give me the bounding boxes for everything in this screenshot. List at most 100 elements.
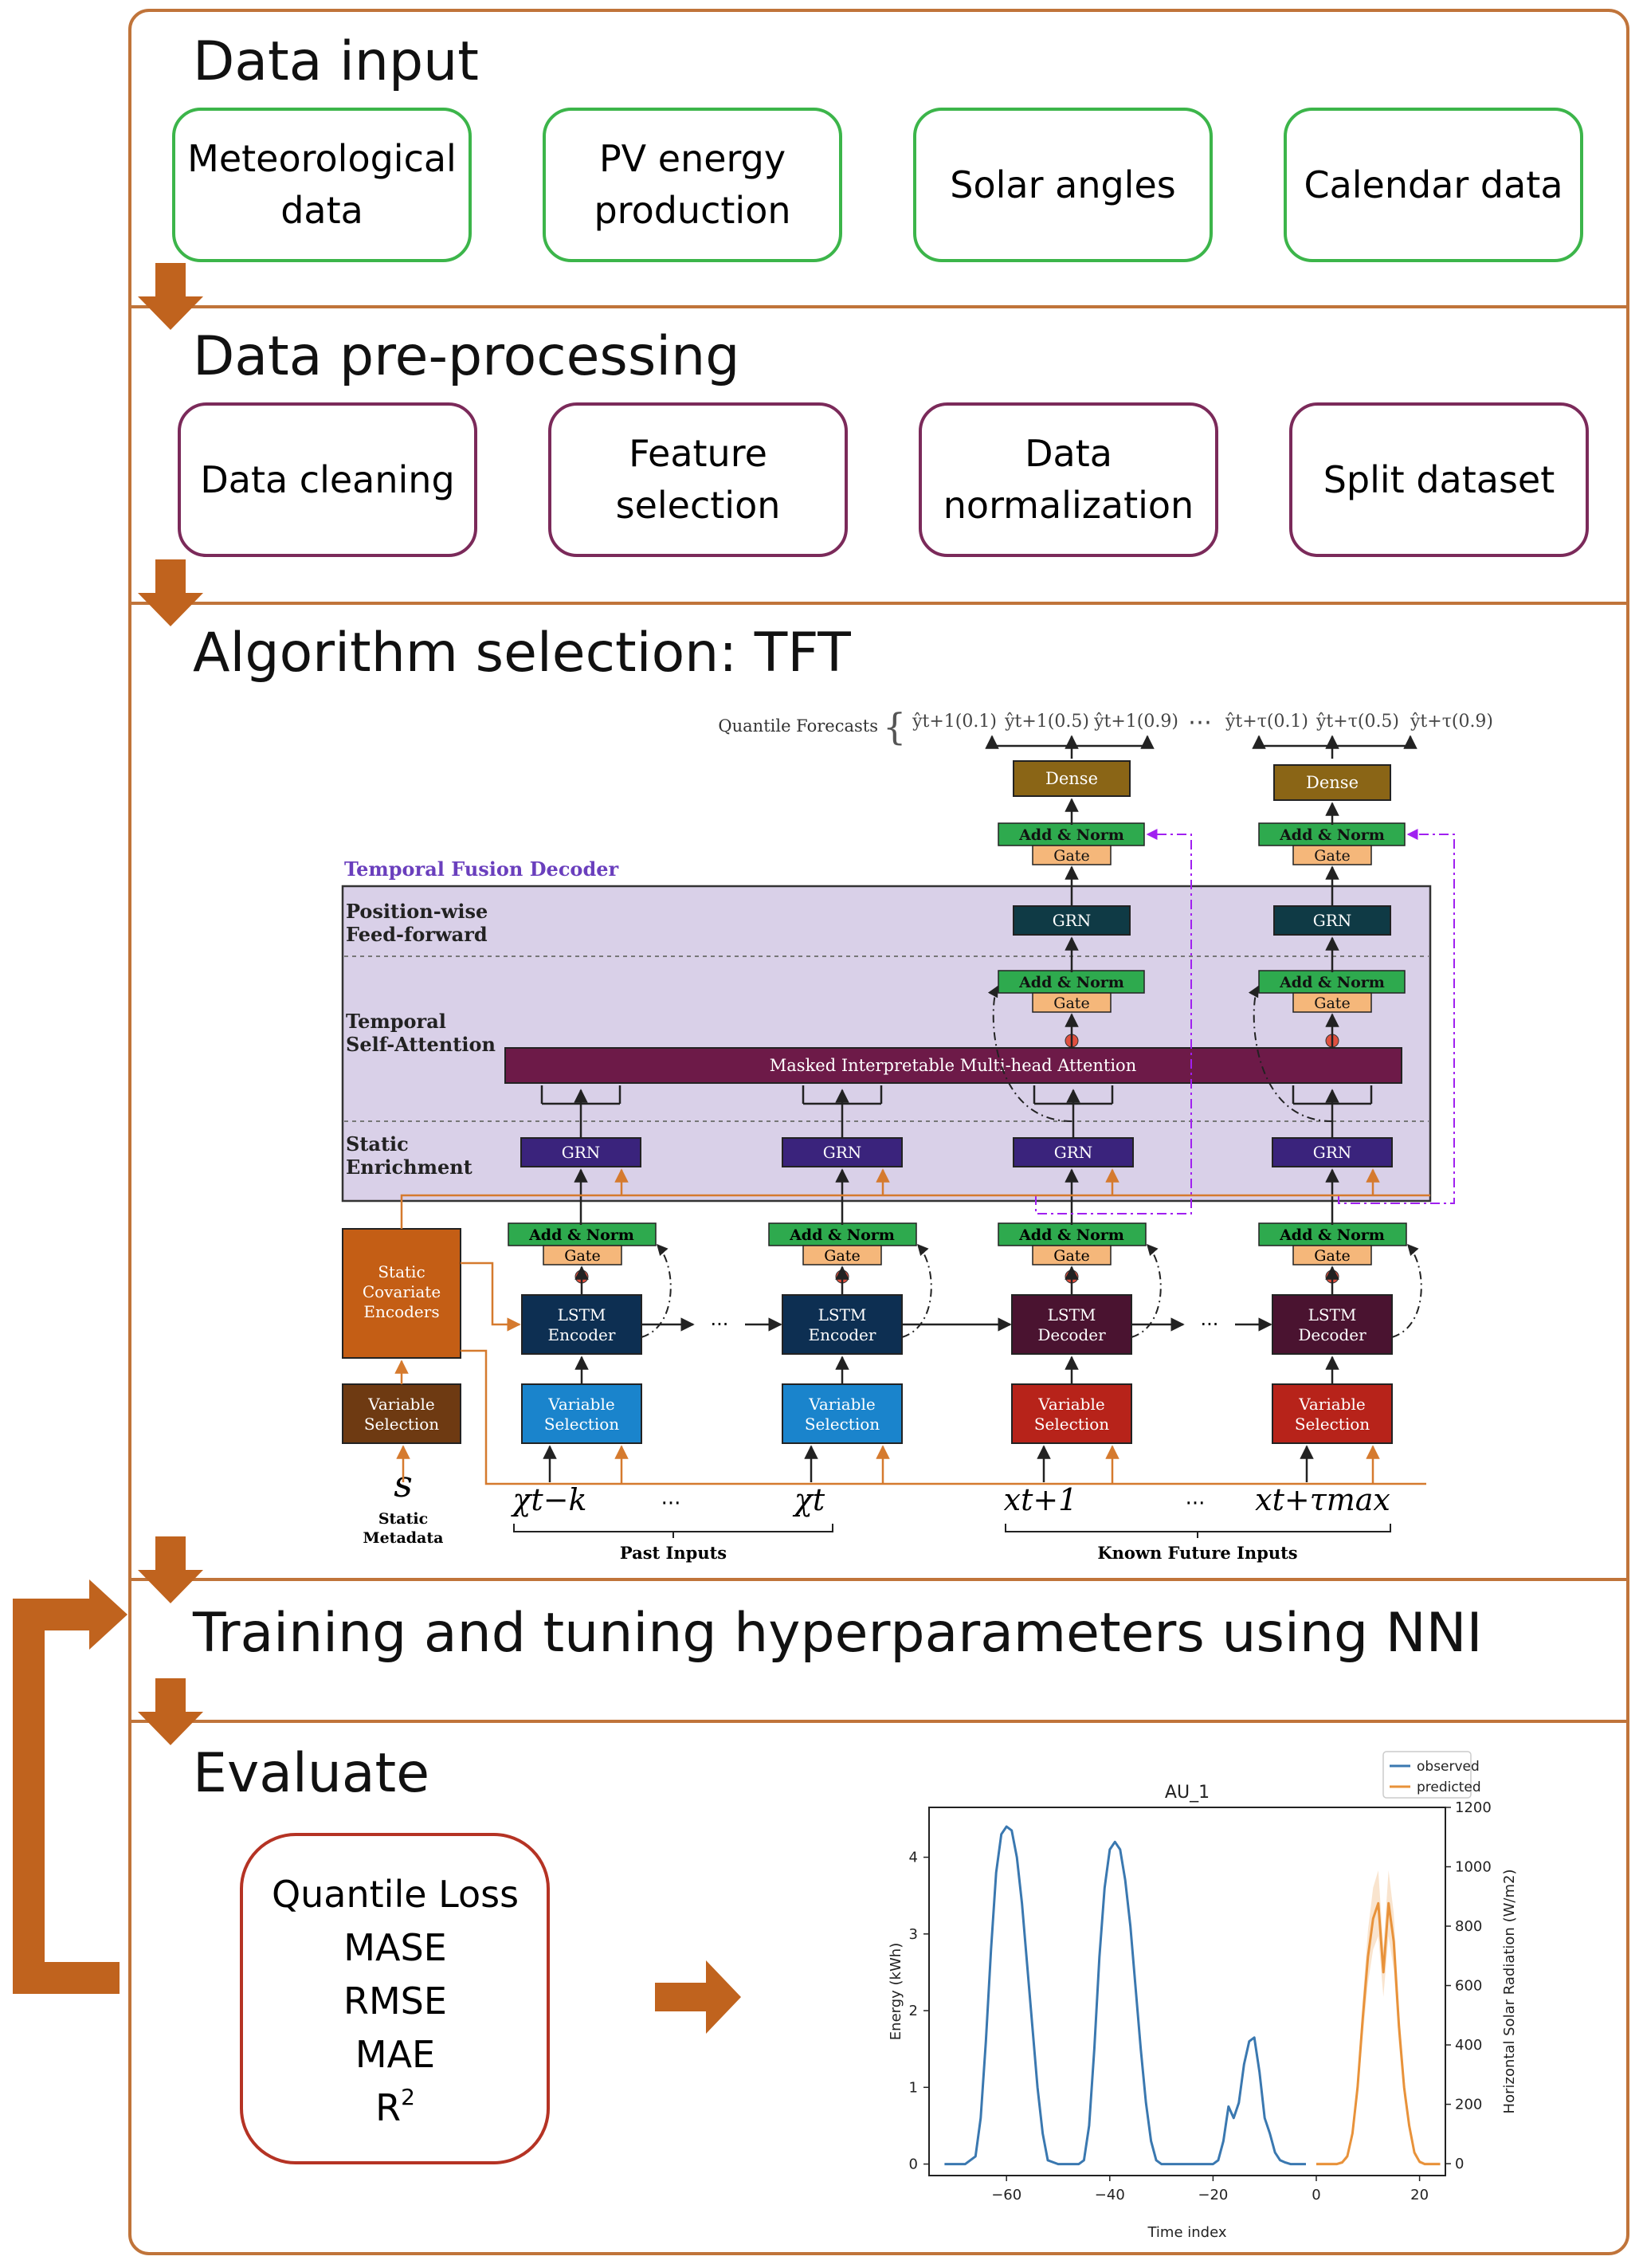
prep-box-label: Feature	[629, 432, 767, 475]
quantile-brace: {	[883, 705, 906, 748]
metrics-box: Quantile Loss MASE RMSE MAE R2	[240, 1833, 550, 2164]
input-symbol: χt	[792, 1482, 825, 1517]
grn-block	[520, 1137, 641, 1167]
variable-selection-block	[1011, 1383, 1132, 1444]
lstm-dots: ···	[1201, 1313, 1219, 1336]
input-box-label: PV energy	[599, 137, 786, 180]
add-norm-label: Add & Norm	[1018, 1226, 1124, 1244]
gate-block	[1032, 845, 1112, 865]
lstm-label: LSTM	[818, 1305, 867, 1324]
variable-selection-block	[1272, 1383, 1393, 1444]
gate-label: Gate	[1053, 1247, 1089, 1265]
quantile-label: ŷt+1(0.1)	[912, 712, 997, 732]
flow-arrow-down	[138, 1536, 203, 1603]
static-variable-selection-block	[342, 1383, 461, 1444]
dense-block	[1273, 764, 1391, 801]
x-tick-label: −40	[1095, 2187, 1125, 2203]
predicted-band	[1316, 1870, 1441, 2164]
variable-selection-label: Variable	[367, 1395, 434, 1414]
grn-block	[1013, 1137, 1134, 1167]
x-tick-label: 0	[1312, 2187, 1320, 2203]
lstm-label: Decoder	[1298, 1325, 1366, 1344]
series-layer	[944, 1825, 1441, 2166]
chart-title: AU_1	[1165, 1783, 1210, 1803]
feedback-loop-arrow	[13, 1579, 127, 1994]
decoder-label: Temporal Fusion Decoder	[344, 857, 618, 881]
metric-mae: MAE	[355, 2033, 435, 2076]
outer-frame	[128, 9, 1629, 2255]
prep-box-label: Split dataset	[1323, 458, 1555, 501]
gate-label: Gate	[824, 1247, 860, 1265]
gate-block	[1292, 845, 1372, 865]
section-title-algorithm: Algorithm selection: TFT	[193, 622, 851, 685]
y-tick-label: 3	[909, 1926, 918, 1943]
prep-box-split: Split dataset	[1289, 402, 1589, 557]
gate-label: Gate	[1053, 847, 1089, 865]
gate-block	[1032, 992, 1112, 1013]
flow-arrow-down	[138, 559, 203, 626]
x-tick-label: −60	[991, 2187, 1021, 2203]
grn-label: GRN	[1053, 911, 1092, 930]
dense-label: Dense	[1045, 769, 1098, 788]
lstm-gate-row: Add & Norm Gate Add & Norm Gate Add & No…	[508, 1222, 1407, 1265]
section-title-evaluate: Evaluate	[193, 1742, 429, 1805]
attention-block	[504, 1047, 1402, 1084]
section-title-training: Training and tuning hyperparameters usin…	[192, 1602, 1483, 1665]
static-cov-label: Encoders	[363, 1302, 439, 1321]
input-box-label: production	[594, 189, 790, 232]
future-inputs-label: Known Future Inputs	[1097, 1543, 1297, 1563]
prep-box-normalization: Data normalization	[919, 402, 1218, 557]
input-box-label: Solar angles	[950, 163, 1175, 206]
metric-r2: R2	[375, 2084, 415, 2129]
lstm-label: LSTM	[1048, 1305, 1096, 1324]
grn-block	[1273, 905, 1391, 936]
quantile-label: ŷt+τ(0.1)	[1225, 712, 1308, 732]
static-metadata-label: Metadata	[363, 1529, 444, 1547]
quantile-label: ŷt+τ(0.9)	[1410, 712, 1493, 732]
y2-tick-label: 1000	[1455, 1859, 1492, 1876]
quantile-label: ŷt+τ(0.5)	[1316, 712, 1399, 732]
prep-box-label: Data cleaning	[200, 458, 454, 501]
add-norm-label: Add & Norm	[1279, 974, 1385, 991]
gate-label: Gate	[1053, 995, 1089, 1012]
add-norm-label: Add & Norm	[1018, 826, 1124, 844]
lstm-decoder-block	[1272, 1294, 1393, 1355]
lstm-label: Encoder	[809, 1325, 876, 1344]
lstm-encoder-block	[521, 1294, 642, 1355]
input-box-meteorological: Meteorological data	[172, 108, 472, 262]
grn-label: GRN	[823, 1143, 862, 1162]
input-box-pv-energy: PV energy production	[543, 108, 842, 262]
add-norm-label: Add & Norm	[789, 1226, 895, 1244]
input-dots: ···	[1186, 1492, 1206, 1516]
input-box-label: Meteorological	[187, 137, 457, 180]
layer-label: Position-wise	[346, 900, 488, 923]
lstm-label: Decoder	[1037, 1325, 1106, 1344]
variable-selection-label: Selection	[805, 1415, 880, 1434]
legend-label-observed: observed	[1417, 1759, 1480, 1775]
input-box-solar-angles: Solar angles	[913, 108, 1213, 262]
x-axis-label: Time index	[1147, 2224, 1226, 2241]
prep-box-cleaning: Data cleaning	[178, 402, 477, 557]
legend-label-predicted: predicted	[1417, 1779, 1481, 1795]
y2-tick-label: 600	[1455, 1978, 1482, 1995]
variable-selection-label: Selection	[364, 1415, 439, 1434]
grn-block	[1013, 905, 1131, 936]
dense-block	[1013, 760, 1131, 797]
quantile-forecasts-label: Quantile Forecasts	[718, 716, 878, 736]
past-inputs-brace	[513, 1524, 833, 1538]
grn-label: GRN	[1313, 911, 1352, 930]
lstm-label: Encoder	[548, 1325, 616, 1344]
static-symbol: s	[394, 1462, 413, 1505]
quantile-ellipsis: ⋯	[1188, 708, 1212, 736]
static-metadata-label: Static	[378, 1510, 428, 1528]
quantile-label: ŷt+1(0.9)	[1093, 712, 1178, 732]
series-line-predicted	[1316, 1901, 1441, 2166]
add-norm-label: Add & Norm	[528, 1226, 634, 1244]
series-line-observed	[944, 1825, 1306, 2166]
layer-label: Feed-forward	[346, 923, 488, 946]
attention-label: Masked Interpretable Multi-head Attentio…	[770, 1056, 1136, 1075]
lstm-encoder-block	[782, 1294, 903, 1355]
flow-arrow-down	[138, 1678, 203, 1745]
grn-label: GRN	[1054, 1143, 1093, 1162]
